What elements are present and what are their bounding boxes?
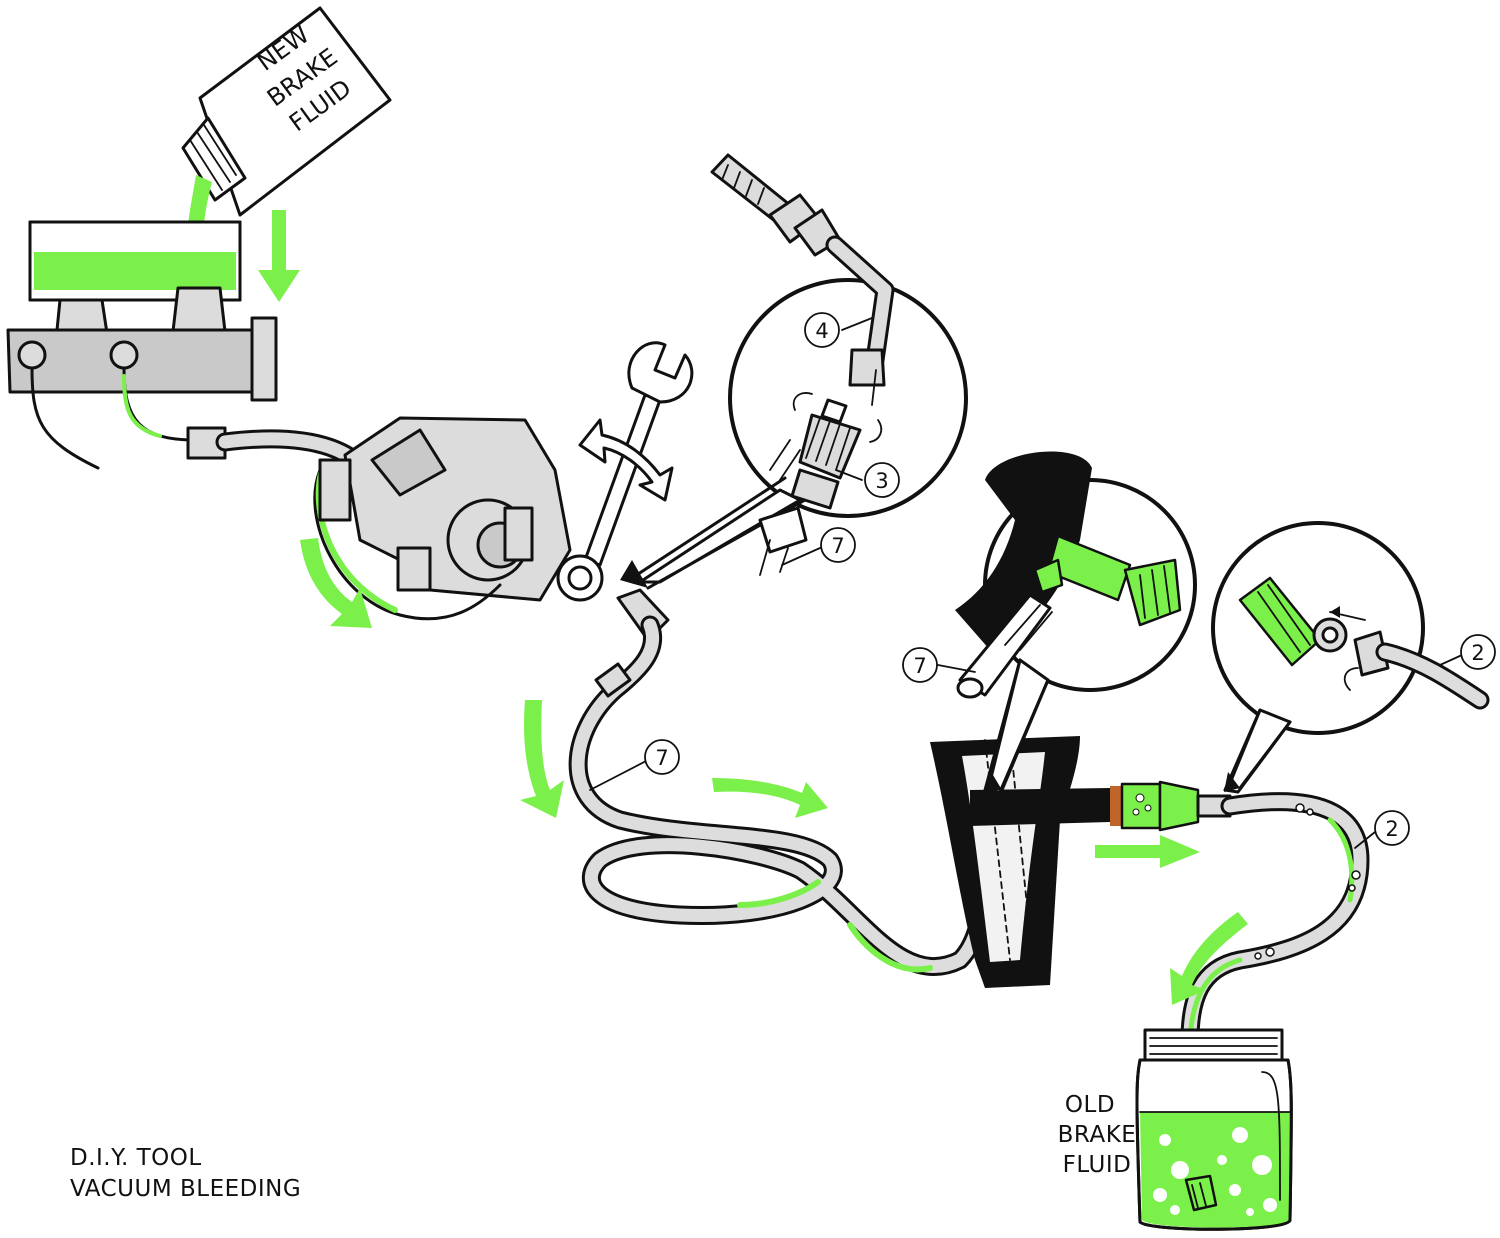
vacuum-hose-end-top [758,506,808,554]
part-label-7-top: 7 [781,527,856,566]
part-label-2-callout: 2 [1439,634,1496,670]
bleeder-adapter-3 [790,398,862,510]
svg-text:2: 2 [1471,641,1484,665]
brake-caliper [313,416,572,621]
part-label-2: 2 [1354,810,1410,849]
jar-label-line2: BRAKE [1058,1122,1137,1148]
svg-text:7: 7 [831,534,844,558]
flow-arrow-pump [1095,835,1200,868]
svg-text:4: 4 [815,319,828,343]
caption-line2: VACUUM BLEEDING [70,1176,301,1202]
rotate-arrow [578,418,674,502]
svg-text:3: 3 [875,469,888,493]
vacuum-pump [930,736,1232,988]
svg-text:7: 7 [913,654,926,678]
callout-bleeder-adapter [728,278,968,518]
master-cylinder [6,220,278,470]
part-label-3: 3 [835,462,900,498]
part-label-7-main: 7 [589,739,680,791]
flow-arrow-hose-down [520,700,564,818]
svg-text:2: 2 [1385,817,1398,841]
jar-label-line3: FLUID [1063,1152,1132,1178]
svg-text:7: 7 [655,746,668,770]
jar-label-line1: OLD [1065,1092,1115,1118]
new-brake-fluid-bottle: NEW BRAKE FLUID [181,6,392,260]
callout-pointer-reservoir [1223,708,1292,794]
fill-arrow [258,210,300,302]
flow-arrow-caliper [300,538,372,628]
line-fitting [186,426,227,460]
part-label-4: 4 [804,312,873,348]
old-brake-fluid-jar [1135,1028,1293,1231]
bleeder-screw [710,153,842,257]
flow-arrow-hose-right [712,778,828,818]
vacuum-hose-7 [568,588,995,976]
callout-pointer-pump [983,658,1050,794]
part-label-7-pump: 7 [902,647,976,683]
caption-line1: D.I.Y. TOOL [70,1145,202,1171]
flow-arrow-jar [1170,912,1248,1005]
